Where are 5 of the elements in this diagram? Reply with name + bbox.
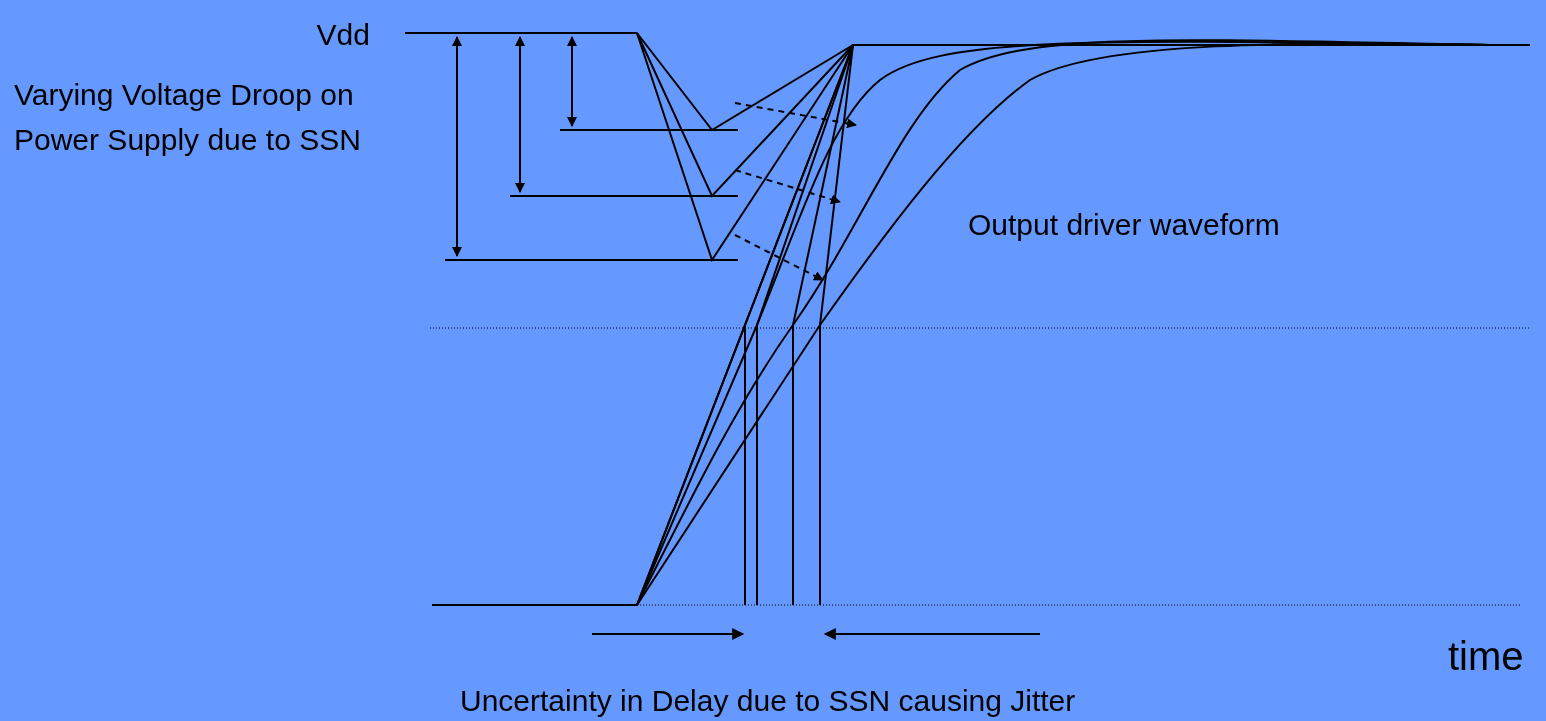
waveform-label: Output driver waveform	[968, 207, 1281, 243]
axis-label: time	[1448, 633, 1525, 680]
droop-note: Varying Voltage Droop on Power Supply due to SSN	[14, 77, 362, 158]
supply-label: Vdd	[315, 17, 370, 53]
jitter-note: Uncertainty in Delay due to SSN causing Jitter	[460, 683, 1077, 719]
